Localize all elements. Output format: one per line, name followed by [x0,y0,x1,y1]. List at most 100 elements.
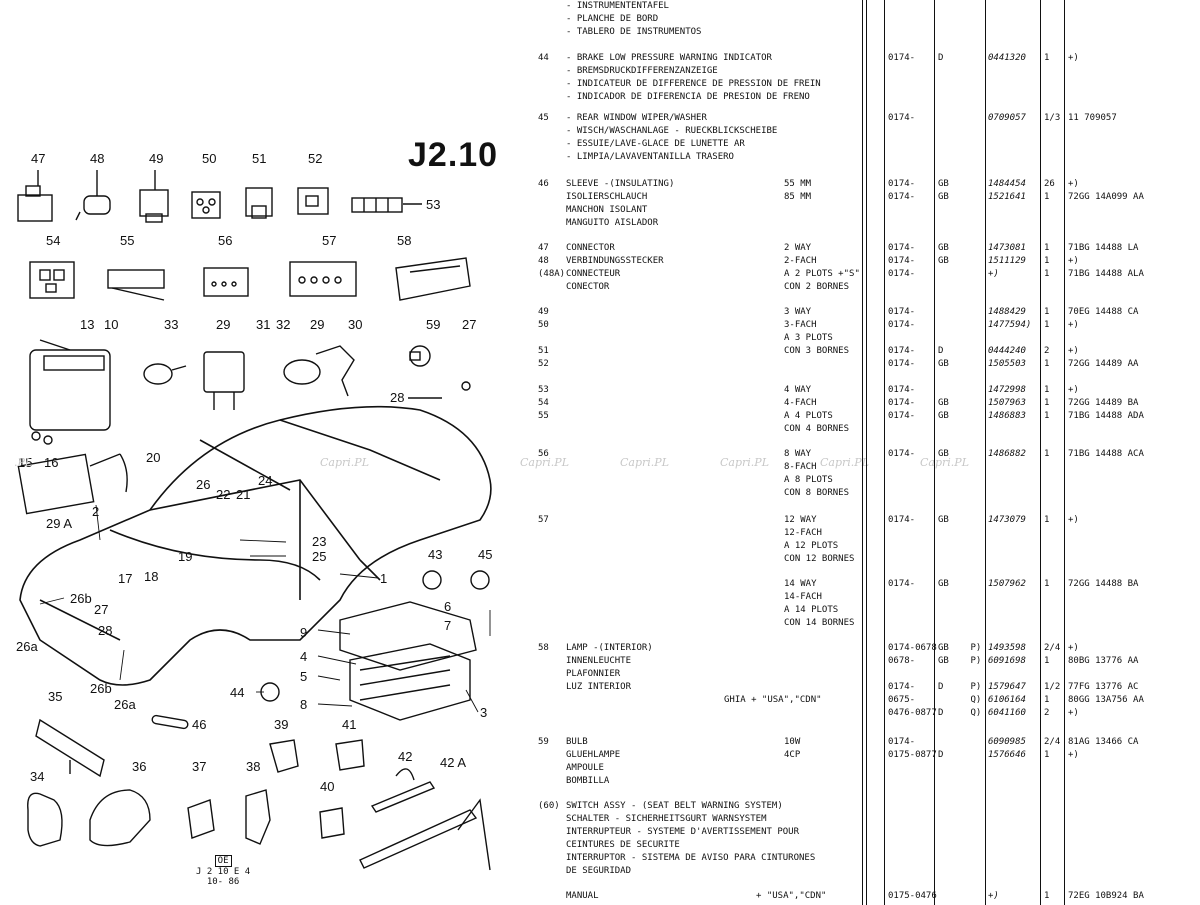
table-cell-rem: 80GG 13A756 AA [1068,695,1144,705]
table-cell-spec: CON 12 BORNES [784,554,855,564]
table-cell-spec: 55 MM [784,179,812,189]
table-cell-desc: - WISCH/WASCHANLAGE - RUECKBLICKSCHEIBE [566,126,778,136]
callout-label: 54 [46,233,61,248]
table-cell-qty: 1 [1044,256,1050,266]
column-divider [934,0,935,905]
callout-label: 22 [216,487,231,502]
callout-label: 57 [322,233,337,248]
table-cell-rem: +) [1068,256,1079,266]
table-cell-ref: 46 [538,179,549,189]
table-cell-rem: 11 709057 [1068,113,1117,123]
table-cell-desc: GLUEHLAMPE [566,750,621,760]
table-cell-desc: SWITCH ASSY - (SEAT BELT WARNING SYSTEM) [566,801,783,811]
table-cell-qty: 1 [1044,750,1050,760]
table-cell-qty: 1 [1044,579,1050,589]
callout-label: 16 [44,455,59,470]
table-cell-ref: 52 [538,359,549,369]
table-cell-pn: 1473081 [988,243,1026,253]
drawing-stamp: OE J 2 10 E 4 10- 86 [196,855,250,887]
connector-57-icon [289,261,357,297]
table-cell-desc: - ESSUIE/LAVE-GLACE DE LUNETTE AR [566,139,745,149]
callout-label: 29 [216,317,231,332]
callout-label: 39 [274,717,289,732]
table-cell-date: 0174- [888,179,916,189]
table-cell-ref: (48A) [538,269,566,279]
callout-label: 27 [94,602,109,617]
table-cell-spec: 4CP [784,750,801,760]
table-cell-date: 0174- [888,411,916,421]
table-cell-spec: 4-FACH [784,398,817,408]
tie-42a-icon [359,798,491,871]
callout-label: 9 [300,625,308,640]
table-cell-spec: 8 WAY [784,449,812,459]
screw-15-16-icon [31,431,53,445]
table-cell-qty: 1 [1044,398,1050,408]
table-cell-spec: 14 WAY [784,579,817,589]
table-cell-code: D P) [938,682,982,692]
table-cell-ref: 45 [538,113,549,123]
table-cell-rem: 72GG 14489 AA [1068,359,1139,369]
table-cell-spec: 8-FACH [784,462,817,472]
table-cell-desc: - TABLERO DE INSTRUMENTOS [566,27,702,37]
callout-label: 23 [312,534,327,549]
table-cell-desc: - PLANCHE DE BORD [566,14,659,24]
callout-label: 32 [276,317,291,332]
table-cell-date: 0174- [888,579,916,589]
table-cell-code: D [938,750,944,760]
table-cell-qty: 1 [1044,656,1050,666]
table-cell-date: 0174- [888,346,916,356]
table-cell-date: 0175-0476 [888,891,937,901]
column-divider [884,0,885,905]
callout-label: 52 [308,151,323,166]
table-cell-spec: CON 14 BORNES [784,618,855,628]
table-cell-rem: 77FG 13776 AC [1068,682,1139,692]
table-cell-spec: + "USA","CDN" [756,891,827,901]
grommet-43-icon [422,570,442,590]
table-cell-ref: 51 [538,346,549,356]
callout-label: 26a [16,639,38,654]
clip-36-icon [89,789,151,847]
callout-label: 13 [80,317,95,332]
table-cell-desc: CONNECTEUR [566,269,621,279]
connector-47-icon [17,170,53,222]
table-cell-spec: 2-FACH [784,256,817,266]
table-cell-ref: 47 [538,243,549,253]
table-cell-pn: 1505503 [988,359,1026,369]
callout-label: 47 [31,151,46,166]
table-cell-spec: 4 WAY [784,385,812,395]
callout-label: 17 [118,571,133,586]
callout-label: 40 [320,779,335,794]
table-cell-qty: 1 [1044,243,1050,253]
table-cell-desc: SCHALTER - SICHERHEITSGURT WARNSYSTEM [566,814,767,824]
callout-label: 8 [300,697,308,712]
table-cell-qty: 1 [1044,449,1050,459]
table-cell-qty: 1/3 [1044,113,1061,123]
column-divider [1040,0,1041,905]
callout-label: 4 [300,649,308,664]
table-cell-desc: - BRAKE LOW PRESSURE WARNING INDICATOR [566,53,772,63]
callout-label: 48 [90,151,105,166]
column-divider [862,0,863,905]
table-cell-qty: 1 [1044,320,1050,330]
table-cell-rem: 71BG 14488 ADA [1068,411,1144,421]
table-cell-code: GB [938,579,949,589]
interior-lamp-58-icon [395,257,471,301]
callout-label: 43 [428,547,443,562]
table-cell-rem: 71BG 14488 ALA [1068,269,1144,279]
table-cell-date: 0175-0877 [888,750,937,760]
clip-34-icon [27,792,63,847]
table-cell-spec: CON 3 BORNES [784,346,850,356]
table-cell-qty: 1 [1044,385,1050,395]
callout-label: 55 [120,233,135,248]
clip-37-icon [187,799,215,839]
table-cell-code: Q) [938,695,982,705]
table-cell-desc: PLAFONNIER [566,669,621,679]
callout-label: 29 A [46,516,73,531]
table-cell-spec: A 3 PLOTS [784,333,833,343]
module-10-icon [29,339,111,431]
table-cell-desc: INNENLEUCHTE [566,656,632,666]
table-cell-desc: SLEEVE -(INSULATING) [566,179,675,189]
table-cell-desc: MANGUITO AISLADOR [566,218,659,228]
callout-label: 21 [236,487,251,502]
table-cell-spec: A 8 PLOTS [784,475,833,485]
